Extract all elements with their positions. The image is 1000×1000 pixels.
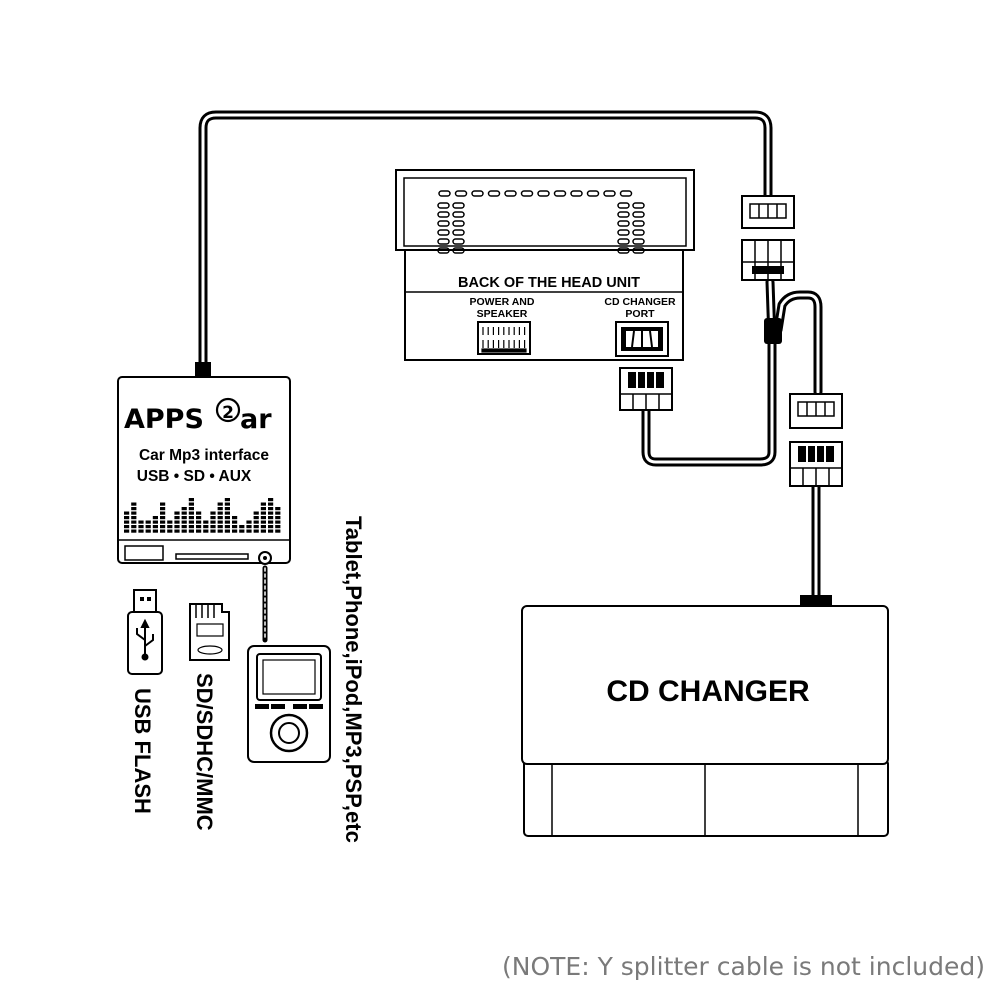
interface-strain-relief <box>195 362 211 378</box>
brand-prefix: APPS <box>124 404 204 435</box>
brand-logo: APPS <box>124 404 204 435</box>
brand-digit: 2 <box>222 403 234 423</box>
brand-circle <box>215 397 241 423</box>
cd-changer-port-socket <box>615 321 669 357</box>
usb-flash-icon <box>127 589 163 675</box>
connector-top-male <box>741 239 795 281</box>
power-speaker-label-1: POWER AND <box>470 296 535 308</box>
usb-flash-label: USB FLASH <box>130 688 155 814</box>
changer-strain-relief <box>800 595 832 607</box>
interface-title: Car Mp3 interface <box>139 447 269 464</box>
cd-changer-base <box>523 759 889 837</box>
cd-port-label-1: CD CHANGER <box>604 296 676 308</box>
cd-changer-label: CD CHANGER <box>606 675 810 708</box>
power-speaker-label-2: SPEAKER <box>477 308 528 320</box>
mp3-interface: APPS 2 ar Car Mp3 interface USB • SD • A… <box>117 376 291 565</box>
mp3-player-icon <box>247 645 331 763</box>
y-branch-right <box>773 290 823 397</box>
y-junction <box>764 318 782 344</box>
cables <box>198 110 823 643</box>
cd-port-label-2: PORT <box>625 308 655 320</box>
sd-card-icon <box>189 603 230 661</box>
power-speaker-socket <box>477 321 531 355</box>
equalizer-graphic <box>124 498 281 533</box>
sd-slot <box>175 553 249 560</box>
interface-ports: USB • SD • AUX <box>137 468 252 485</box>
connector-right-male <box>789 441 843 487</box>
head-unit-title: BACK OF THE HEAD UNIT <box>458 275 640 291</box>
cd-changer-body <box>521 605 889 765</box>
aux-devices-label: Tablet,Phone,iPod,MP3,PSP,etc <box>341 516 366 843</box>
connector-headunit-plug <box>619 367 673 411</box>
connector-right-female <box>789 393 843 429</box>
connector-top-female <box>741 195 795 229</box>
sd-card-label: SD/SDHC/MMC <box>192 673 217 831</box>
head-unit-connector-pins <box>437 190 645 254</box>
usb-port <box>124 545 164 561</box>
brand-suffix: ar <box>240 404 272 435</box>
usb-symbol-icon <box>136 618 154 661</box>
cd-changer: CD CHANGER <box>521 605 889 837</box>
footnote: (NOTE: Y splitter cable is not included) <box>502 952 985 981</box>
head-unit: BACK OF THE HEAD UNIT POWER AND SPEAKER … <box>395 169 695 361</box>
